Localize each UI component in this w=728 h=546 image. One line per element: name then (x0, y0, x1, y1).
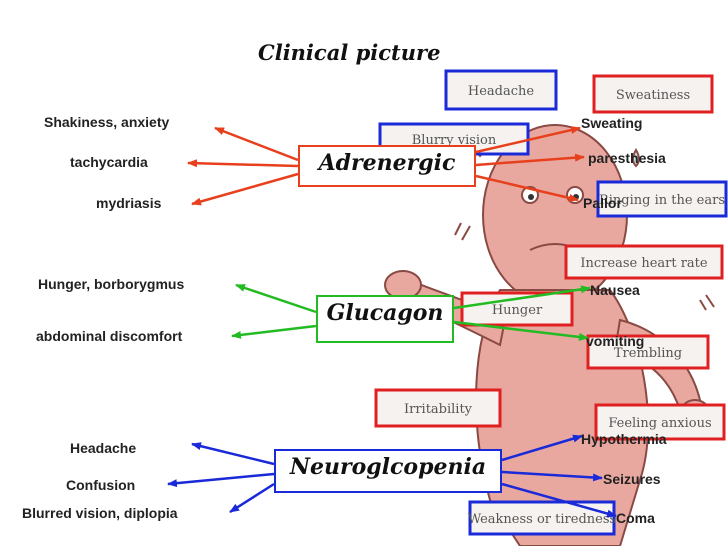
sign-box-label: Feeling anxious (608, 416, 711, 431)
sweat-drop-1 (632, 148, 640, 168)
arrow-green (453, 285, 591, 310)
sign-box: Ringing in the ears (596, 180, 728, 218)
symptom-pallor: Pallor (583, 195, 622, 211)
symptom-coma: Coma (616, 510, 655, 526)
sign-box-label: Irritability (404, 402, 473, 417)
sign-box-frame (592, 74, 714, 114)
sign-box-frame (468, 500, 616, 536)
symptom-hypothermia: Hypothermia (581, 431, 667, 447)
symptom-vomiting: vomiting (586, 333, 645, 349)
arrow-green (231, 324, 317, 339)
arrow-red (475, 174, 579, 202)
symptom-confusion: Confusion (66, 477, 136, 493)
sign-box-frame (374, 388, 502, 428)
arrow-blue (191, 442, 275, 466)
sign-box-label: Weakness or tiredness (468, 512, 616, 527)
sign-box-frame (596, 180, 728, 218)
arrows (167, 126, 617, 518)
category-adrenergic: Adrenergic (298, 145, 476, 187)
arrow-red (214, 126, 299, 162)
arrow-blue (501, 482, 617, 518)
sign-box: Feeling anxious (594, 403, 726, 441)
symptom-shakiness-anxiety: Shakiness, anxiety (44, 114, 170, 130)
sign-box-label: Ringing in the ears (599, 193, 725, 208)
symptom-nausea: Nausea (590, 282, 640, 298)
sign-box-frame (594, 403, 726, 441)
sign-box-frame (444, 69, 558, 111)
symptom-headache: Headache (70, 440, 137, 456)
sign-box: Headache (444, 69, 558, 111)
sign-box-label: Sweatiness (616, 88, 690, 103)
symptom-tachycardia: tachycardia (70, 154, 148, 170)
arrow-red (475, 153, 585, 167)
arrow-red (187, 159, 299, 168)
sign-box: Irritability (374, 388, 502, 428)
diagram-title: Clinical picture (258, 40, 441, 65)
symptom-blurred-vision-diplopia: Blurred vision, diplopia (22, 505, 178, 521)
sign-box: Weakness or tiredness (468, 500, 616, 536)
sign-box-label: Trembling (614, 346, 682, 361)
symptom-hunger-borborygmus: Hunger, borborygmus (38, 276, 185, 292)
sign-box-label: Increase heart rate (580, 256, 708, 271)
arrow-blue (167, 472, 275, 488)
arrow-blue (501, 470, 603, 482)
symptom-paresthesia: paresthesia (588, 150, 666, 166)
sign-box: Sweatiness (592, 74, 714, 114)
arrow-green (453, 320, 589, 341)
arrow-blue (501, 434, 583, 462)
sign-box-frame (586, 334, 710, 370)
arrow-blue (229, 482, 275, 514)
sign-box-frame (564, 244, 724, 280)
symptom-abdominal-discomfort: abdominal discomfort (36, 328, 183, 344)
category-glucagon: Glucagon (316, 295, 454, 343)
category-neuroglycopenia: Neuroglcopenia (274, 449, 502, 493)
arrow-red (191, 172, 299, 206)
sign-box: Trembling (586, 334, 710, 370)
sign-box-label: Headache (468, 84, 535, 99)
sign-box: Increase heart rate (564, 244, 724, 280)
arrow-red (475, 126, 581, 154)
sign-box-label: Blurry vision (412, 133, 497, 148)
symptom-sweating: Sweating (581, 115, 643, 131)
symptom-mydriasis: mydriasis (96, 195, 162, 211)
symptom-seizures: Seizures (603, 471, 661, 487)
sign-box-label: Hunger (492, 303, 543, 318)
arrow-green (235, 283, 317, 314)
